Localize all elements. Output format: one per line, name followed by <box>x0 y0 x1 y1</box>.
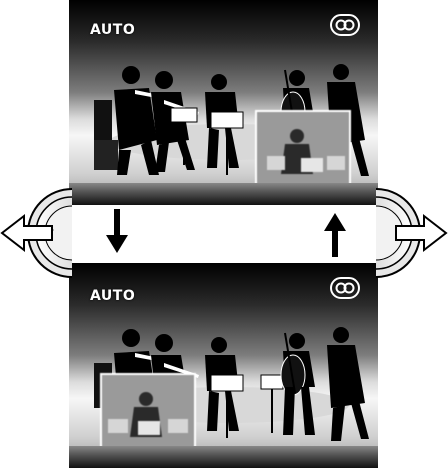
picture-in-picture-window <box>255 110 351 186</box>
mode-label: AUTO <box>90 22 135 38</box>
screen-pip-bottom-right: AUTO <box>69 0 378 205</box>
screen-pip-bottom-left: AUTO <box>69 263 378 468</box>
picture-in-picture-window <box>100 373 196 449</box>
rewind-dial-icon <box>0 186 72 280</box>
arrow-up-icon <box>322 211 348 257</box>
mode-label: AUTO <box>90 288 135 304</box>
screen-bottom-bar <box>69 446 378 468</box>
screen-bottom-bar <box>69 183 378 205</box>
circle-pair-icon <box>330 277 360 299</box>
fast-forward-dial-icon <box>376 186 448 280</box>
circle-pair-icon <box>330 14 360 36</box>
arrow-down-icon <box>104 209 130 255</box>
